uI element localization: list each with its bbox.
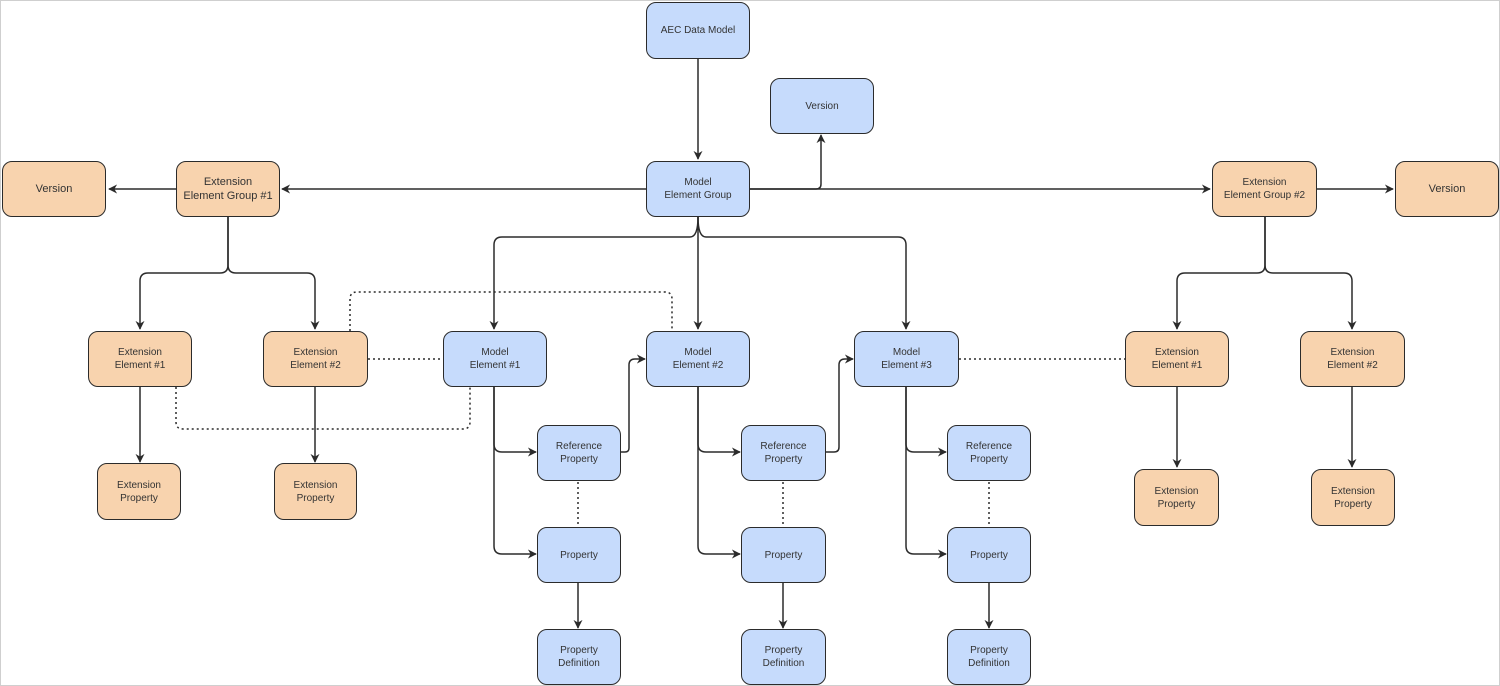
version-left-node[interactable]: Version [2,161,106,217]
reference-property-2-node[interactable]: Reference Property [741,425,826,481]
right-extension-element-2-label: Extension Element #2 [1327,347,1378,371]
left-extension-property-1-node[interactable]: Extension Property [97,463,181,520]
model-element-group-label: Model Element Group [664,177,732,201]
model-element-3-node[interactable]: Model Element #3 [854,331,959,387]
edge-extension-group-2-to-element-1 [1172,217,1266,330]
model-element-2-label: Model Element #2 [672,347,724,371]
extension-group-2-node[interactable]: Extension Element Group #2 [1212,161,1317,217]
edge-extension-group-1-to-element-1 [135,217,229,330]
model-element-1-label: Model Element #1 [469,347,521,371]
reference-property-1-node[interactable]: Reference Property [537,425,621,481]
left-extension-property-2-node[interactable]: Extension Property [274,463,357,520]
left-extension-element-1-label: Extension Element #1 [114,347,166,371]
edge-model-element-1-to-reference-property [493,387,537,457]
edge-group-to-model-element-3 [697,216,911,330]
left-extension-property-1-label: Extension Property [117,479,161,504]
edge-model-element-3-to-reference-property [905,387,947,457]
right-extension-element-1-node[interactable]: Extension Element #1 [1125,331,1229,387]
reference-property-2-label: Reference Property [760,441,807,465]
right-extension-property-1-node[interactable]: Extension Property [1134,469,1219,526]
property-1-node[interactable]: Property [537,527,621,583]
left-extension-property-2-label: Extension Property [293,479,338,504]
model-element-2-node[interactable]: Model Element #2 [646,331,750,387]
left-extension-element-1-node[interactable]: Extension Element #1 [88,331,192,387]
aec-data-model-node[interactable]: AEC Data Model [646,2,750,59]
right-extension-element-1-label: Extension Element #1 [1151,347,1203,371]
association-left-element-2-model-element-2 [349,291,673,331]
right-extension-property-2-label: Extension Property [1331,485,1375,510]
edge-reference-property-1-to-model-element-2 [621,354,646,453]
association-left-element-1-model-element-1 [175,387,471,430]
extension-group-2-label: Extension Element Group #2 [1223,177,1306,201]
property-definition-3-label: Property Definition [968,645,1010,669]
version-right-node[interactable]: Version [1395,161,1499,217]
edge-model-element-2-to-reference-property [697,387,741,457]
version-top-node[interactable]: Version [770,78,874,134]
property-2-label: Property [764,549,803,561]
right-extension-property-1-label: Extension Property [1154,485,1199,510]
right-extension-property-2-node[interactable]: Extension Property [1311,469,1395,526]
edge-group-to-model-element-1 [489,216,699,330]
edge-extension-group-2-to-element-2 [1264,217,1357,330]
reference-property-3-node[interactable]: Reference Property [947,425,1031,481]
edge-group-to-version-top [750,134,826,190]
edge-reference-property-2-to-model-element-3 [826,354,854,453]
model-element-3-label: Model Element #3 [881,347,932,371]
right-extension-element-2-node[interactable]: Extension Element #2 [1300,331,1405,387]
left-extension-element-2-node[interactable]: Extension Element #2 [263,331,368,387]
edge-extension-group-1-to-element-2 [227,217,320,330]
version-left-label: Version [35,182,73,195]
extension-group-1-label: Extension Element Group #1 [183,175,273,202]
property-definition-1-label: Property Definition [558,645,600,669]
extension-group-1-node[interactable]: Extension Element Group #1 [176,161,280,217]
property-definition-2-label: Property Definition [762,645,805,669]
model-element-group-node[interactable]: Model Element Group [646,161,750,217]
edge-model-element-3-to-property [905,387,947,559]
model-element-1-node[interactable]: Model Element #1 [443,331,547,387]
edge-model-element-2-to-property [697,387,741,559]
aec-data-model-label: AEC Data Model [660,25,736,36]
property-1-label: Property [560,549,598,561]
property-definition-2-node[interactable]: Property Definition [741,629,826,685]
property-3-label: Property [970,549,1008,561]
reference-property-3-label: Reference Property [965,441,1013,465]
property-2-node[interactable]: Property [741,527,826,583]
property-definition-3-node[interactable]: Property Definition [947,629,1031,685]
left-extension-element-2-label: Extension Element #2 [290,347,341,371]
version-right-label: Version [1428,182,1466,195]
edge-model-element-1-to-property [493,387,537,559]
property-definition-1-node[interactable]: Property Definition [537,629,621,685]
reference-property-1-label: Reference Property [555,441,603,465]
property-3-node[interactable]: Property [947,527,1031,583]
version-top-label: Version [805,100,839,112]
